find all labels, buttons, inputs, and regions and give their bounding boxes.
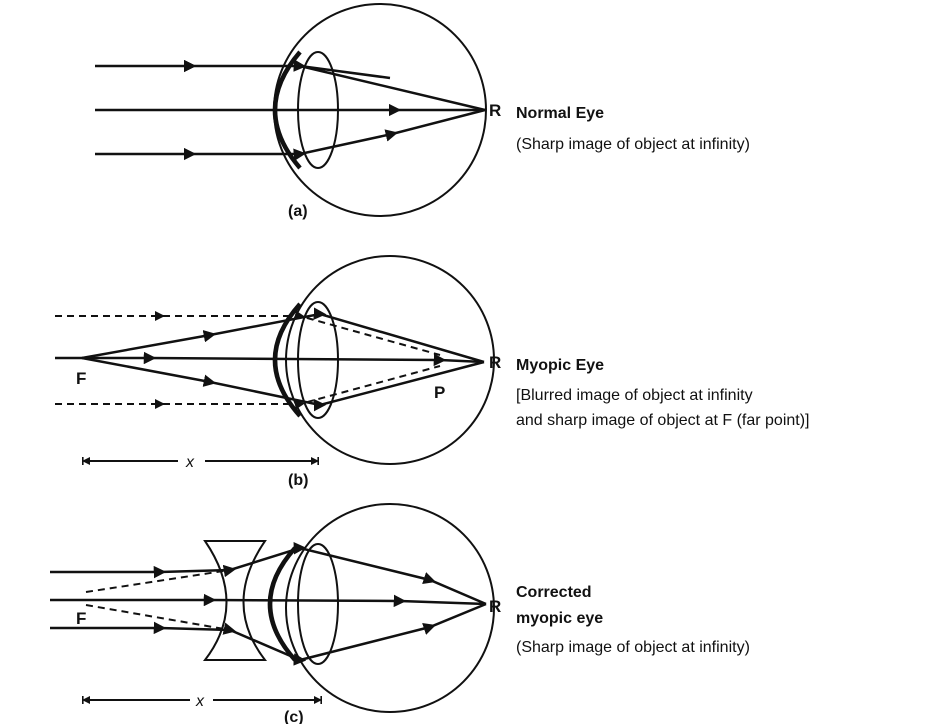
retina-label: R: [489, 101, 501, 120]
distance-label: x: [185, 454, 195, 471]
far-point-ray-bottom: [81, 356, 485, 412]
panel-tag: (b): [288, 472, 308, 489]
far-point-ray-top: [81, 307, 485, 364]
distance-label: x: [195, 693, 205, 710]
corrected-ray-bottom: [50, 602, 487, 666]
focus-label: F: [76, 369, 86, 388]
eye-lens: [297, 543, 339, 665]
panel-caption-line1: [Blurred image of object at infinity: [516, 387, 753, 404]
virtual-ray-top: [85, 569, 231, 593]
retina-label: R: [489, 353, 501, 372]
panel-tag: (a): [288, 203, 308, 220]
panel-title-line2: myopic eye: [516, 610, 603, 627]
ray-bottom: [95, 108, 486, 161]
corrected-ray-middle: [50, 593, 487, 608]
corrected-ray-top: [50, 541, 487, 606]
retina-label: R: [489, 597, 501, 616]
focus-label: F: [76, 609, 86, 628]
panel-caption: (Sharp image of object at infinity): [516, 639, 750, 656]
panel-myopic-eye: F P R Myopic Eye [Blurred image of objec…: [55, 255, 809, 489]
panel-tag: (c): [284, 709, 304, 724]
virtual-ray-bottom: [85, 604, 231, 631]
eyeball: [285, 503, 495, 713]
parallel-ray-top: [55, 310, 441, 356]
panel-corrected-eye: F R Corrected myopic eye (Sharp image of…: [50, 503, 750, 724]
panel-normal-eye: R Normal Eye (Sharp image of object at i…: [95, 3, 750, 220]
far-point-ray-middle: [82, 351, 485, 367]
panel-title: Myopic Eye: [516, 357, 604, 374]
panel-title-line1: Corrected: [516, 584, 592, 601]
panel-title: Normal Eye: [516, 105, 604, 122]
parallel-ray-bottom: [55, 365, 441, 410]
image-point-label: P: [434, 383, 445, 402]
panel-caption: (Sharp image of object at infinity): [516, 136, 750, 153]
panel-caption-line2: and sharp image of object at F (far poin…: [516, 412, 809, 429]
